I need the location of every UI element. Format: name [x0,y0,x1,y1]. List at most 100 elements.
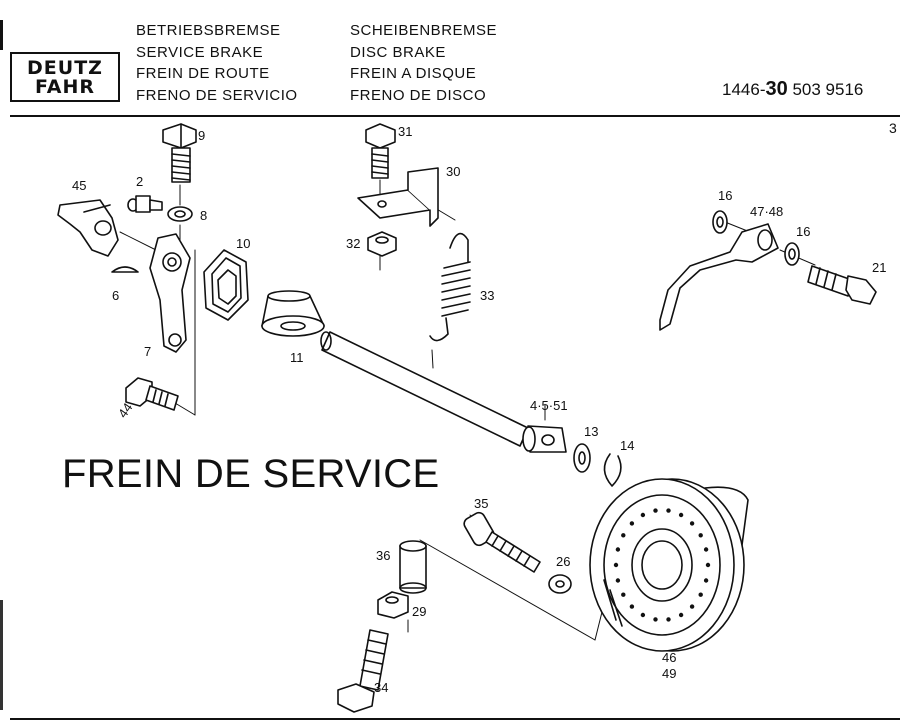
title-de: BETRIEBSBREMSE [136,22,281,39]
brake-shaft [320,331,529,447]
sleeve-36 [399,540,427,594]
callout-14: 14 [620,438,634,453]
callout-30: 30 [446,164,460,179]
pedal-arm-47-48 [659,223,779,331]
part-number-prefix: 1446- [722,80,766,99]
disc-vent-hole [615,547,621,552]
brand-logo: DEUTZ FAHR [10,52,120,102]
callout-9: 9 [198,128,205,143]
disc-vent-hole [678,512,684,518]
header-rule [10,115,900,117]
disc-vent-hole [678,612,684,618]
page-edge-mark [0,600,3,710]
callout-8: 8 [200,208,207,223]
disc-vent-hole [629,521,635,526]
washer-16a [712,210,728,234]
callout-11: 11 [290,350,304,365]
washer-26 [548,574,572,594]
callout-34: 34 [374,680,388,695]
woodruff-key-6 [111,266,139,273]
callout-44: 44 [115,400,136,420]
callout-26: 26 [556,554,570,569]
spring-33 [429,232,471,342]
title-en: SERVICE BRAKE [136,43,264,61]
nut-29 [377,591,409,619]
disc-vent-hole [703,578,709,583]
cam-4-5-51 [522,425,567,453]
disc-vent-hole [640,512,646,518]
spring-washer-8 [167,206,193,222]
subtitle-fr: FREIN A DISQUE [350,65,477,82]
title-column-service-brake: BETRIEBSBREMSE SERVICE BRAKE FREIN DE RO… [136,20,298,106]
disc-vent-hole [653,508,658,513]
callout-33: 33 [480,288,494,303]
disc-vent-hole [698,533,703,538]
bolt-21 [807,265,877,305]
callout-7: 7 [144,344,151,359]
brake-disc-46-49 [589,478,749,652]
dust-boot-10 [203,249,249,321]
callout-31: 31 [398,124,412,139]
logo-line-1: DEUTZ [27,57,103,79]
part-number-group: 30 [765,78,788,100]
disc-holes [613,508,711,622]
page-number: 3 [889,120,897,136]
page-edge-mark [0,20,3,50]
brake-lever-7 [149,233,191,353]
nut-32 [367,231,397,257]
washer-16b [784,242,800,266]
title-es: FRENO DE SERVICIO [136,86,298,104]
bushing-11 [261,290,325,337]
callout-2: 2 [136,174,143,189]
footer-rule [10,718,900,720]
title-column-disc-brake: SCHEIBENBREMSE DISC BRAKE FREIN A DISQUE… [350,20,497,106]
title-fr: FREIN DE ROUTE [136,65,270,82]
bolt-35 [463,511,541,573]
disc-vent-hole [703,547,709,552]
callout-46: 46 [662,650,676,665]
disc-vent-hole [629,604,635,609]
bracket-45 [57,199,119,257]
bolt-31 [365,123,396,179]
callout-labels: 9 2 45 8 10 6 7 11 44 31 30 32 33 16 47·… [72,124,886,695]
callout-47-48: 47·48 [750,204,783,219]
disc-vent-hole [666,617,671,622]
callout-10: 10 [236,236,250,251]
bolt-44 [125,377,179,411]
part-number-suffix: 503 9516 [787,80,864,99]
disc-vent-hole [705,562,711,568]
callout-16-right: 16 [796,224,810,239]
disc-vent-hole [613,562,619,568]
callout-13: 13 [584,424,598,439]
disc-vent-hole [653,617,658,622]
callout-32: 32 [346,236,360,251]
callout-21: 21 [872,260,886,275]
subtitle-en: DISC BRAKE [350,43,446,61]
bracket-30 [357,167,439,227]
disc-vent-hole [621,592,626,597]
washer-13 [573,443,591,473]
overlay-title: FREIN DE SERVICE [62,452,440,496]
callout-36: 36 [376,548,390,563]
bolt-34 [337,629,389,713]
callout-29: 29 [412,604,426,619]
disc-vent-hole [698,592,703,597]
disc-vent-hole [689,521,695,526]
grease-nipple-2 [127,195,163,213]
callout-35: 35 [474,496,488,511]
disc-vent-hole [640,612,646,618]
subtitle-de: SCHEIBENBREMSE [350,22,498,39]
bolt-9 [162,123,197,183]
callout-16-left: 16 [718,188,732,203]
callout-49: 49 [662,666,676,681]
callout-6: 6 [112,288,119,303]
disc-vent-hole [666,508,671,513]
disc-vent-hole [689,604,695,609]
subtitle-es: FRENO DE DISCO [350,86,487,104]
circlip-14 [603,453,622,487]
callout-4-5-51: 4·5·51 [530,398,568,413]
logo-line-2: FAHR [34,76,96,98]
disc-vent-hole [621,533,626,538]
callout-45: 45 [72,178,86,193]
